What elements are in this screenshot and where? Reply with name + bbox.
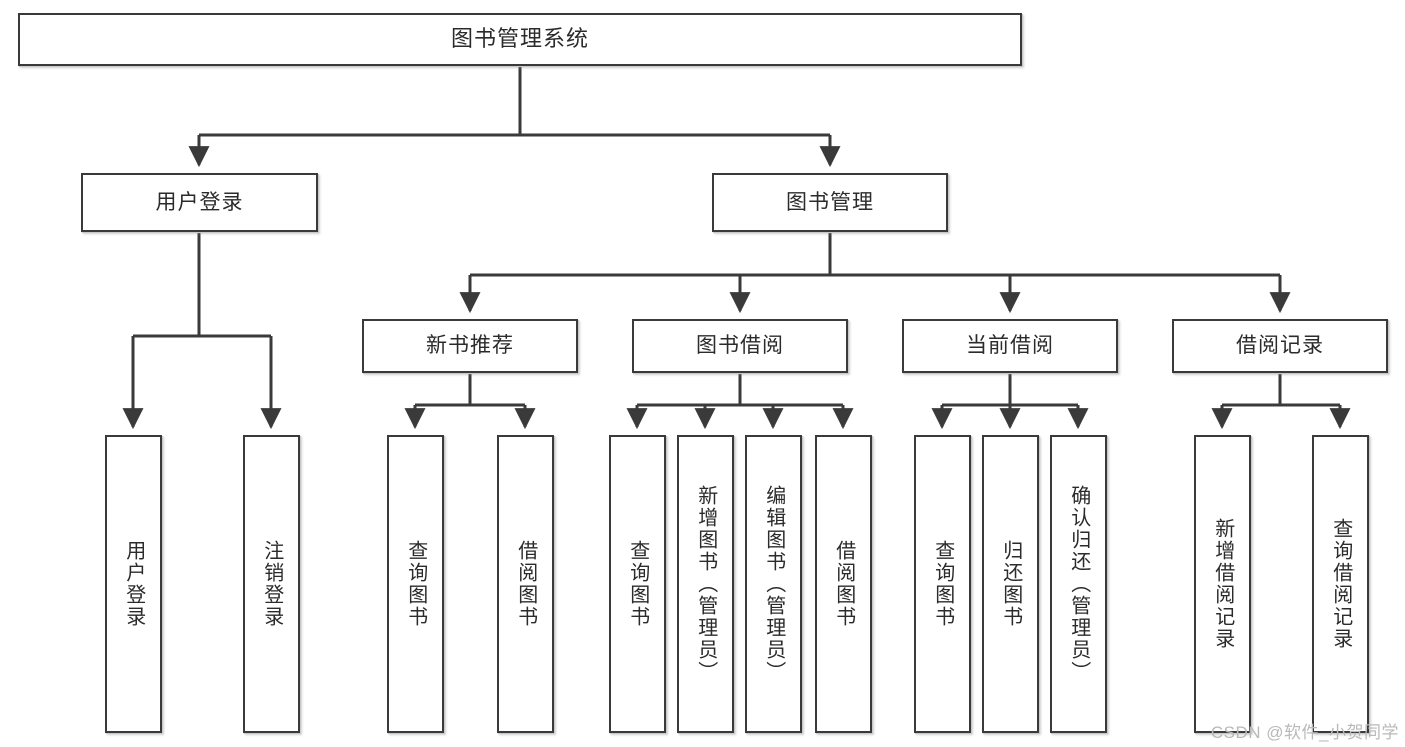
node-book-borrowing[interactable]: 图书借阅 [632, 319, 848, 373]
node-new-book-recommendation[interactable]: 新书推荐 [362, 319, 578, 373]
leaf-confirm-return-admin[interactable]: 确认归还（管理员） [1050, 435, 1107, 733]
leaf-query-book-current[interactable]: 查询图书 [914, 435, 971, 733]
node-label: 借阅记录 [1236, 334, 1324, 358]
node-label: 归还图书 [999, 540, 1022, 628]
leaf-return-book[interactable]: 归还图书 [982, 435, 1039, 733]
node-label: 新增借阅记录 [1211, 518, 1234, 650]
node-label: 编辑图书（管理员） [762, 485, 785, 683]
node-label: 注销登录 [260, 540, 283, 628]
node-label: 查询借阅记录 [1329, 518, 1352, 650]
node-label: 借阅图书 [832, 540, 855, 628]
node-current-borrowing[interactable]: 当前借阅 [902, 319, 1118, 373]
node-borrowing-records[interactable]: 借阅记录 [1172, 319, 1388, 373]
leaf-add-book-admin[interactable]: 新增图书（管理员） [677, 435, 734, 733]
node-label: 新书推荐 [426, 334, 514, 358]
node-label: 用户登录 [155, 190, 244, 214]
leaf-borrow-book-new[interactable]: 借阅图书 [497, 435, 554, 733]
leaf-query-book-new[interactable]: 查询图书 [387, 435, 444, 733]
leaf-user-login[interactable]: 用户登录 [105, 435, 162, 733]
leaf-logout[interactable]: 注销登录 [243, 435, 300, 733]
node-root-book-management-system[interactable]: 图书管理系统 [18, 13, 1022, 66]
node-label: 用户登录 [122, 540, 145, 628]
node-user-login[interactable]: 用户登录 [81, 173, 318, 232]
leaf-borrow-book[interactable]: 借阅图书 [815, 435, 872, 733]
node-label: 确认归还（管理员） [1067, 485, 1090, 683]
node-book-management[interactable]: 图书管理 [712, 173, 948, 232]
node-label: 图书管理系统 [450, 26, 589, 52]
node-label: 图书管理 [786, 190, 874, 214]
node-label: 新增图书（管理员） [694, 485, 717, 683]
leaf-add-borrow-record[interactable]: 新增借阅记录 [1194, 435, 1251, 733]
node-label: 借阅图书 [514, 540, 537, 628]
node-label: 查询图书 [404, 540, 427, 628]
leaf-query-borrow-record[interactable]: 查询借阅记录 [1312, 435, 1369, 733]
watermark-text: CSDN @软件_小贺同学 [1210, 723, 1399, 742]
node-label: 查询图书 [626, 540, 649, 628]
leaf-edit-book-admin[interactable]: 编辑图书（管理员） [745, 435, 802, 733]
leaf-query-book-borrow[interactable]: 查询图书 [609, 435, 666, 733]
node-label: 当前借阅 [966, 334, 1054, 358]
node-label: 图书借阅 [696, 334, 784, 358]
node-label: 查询图书 [931, 540, 954, 628]
